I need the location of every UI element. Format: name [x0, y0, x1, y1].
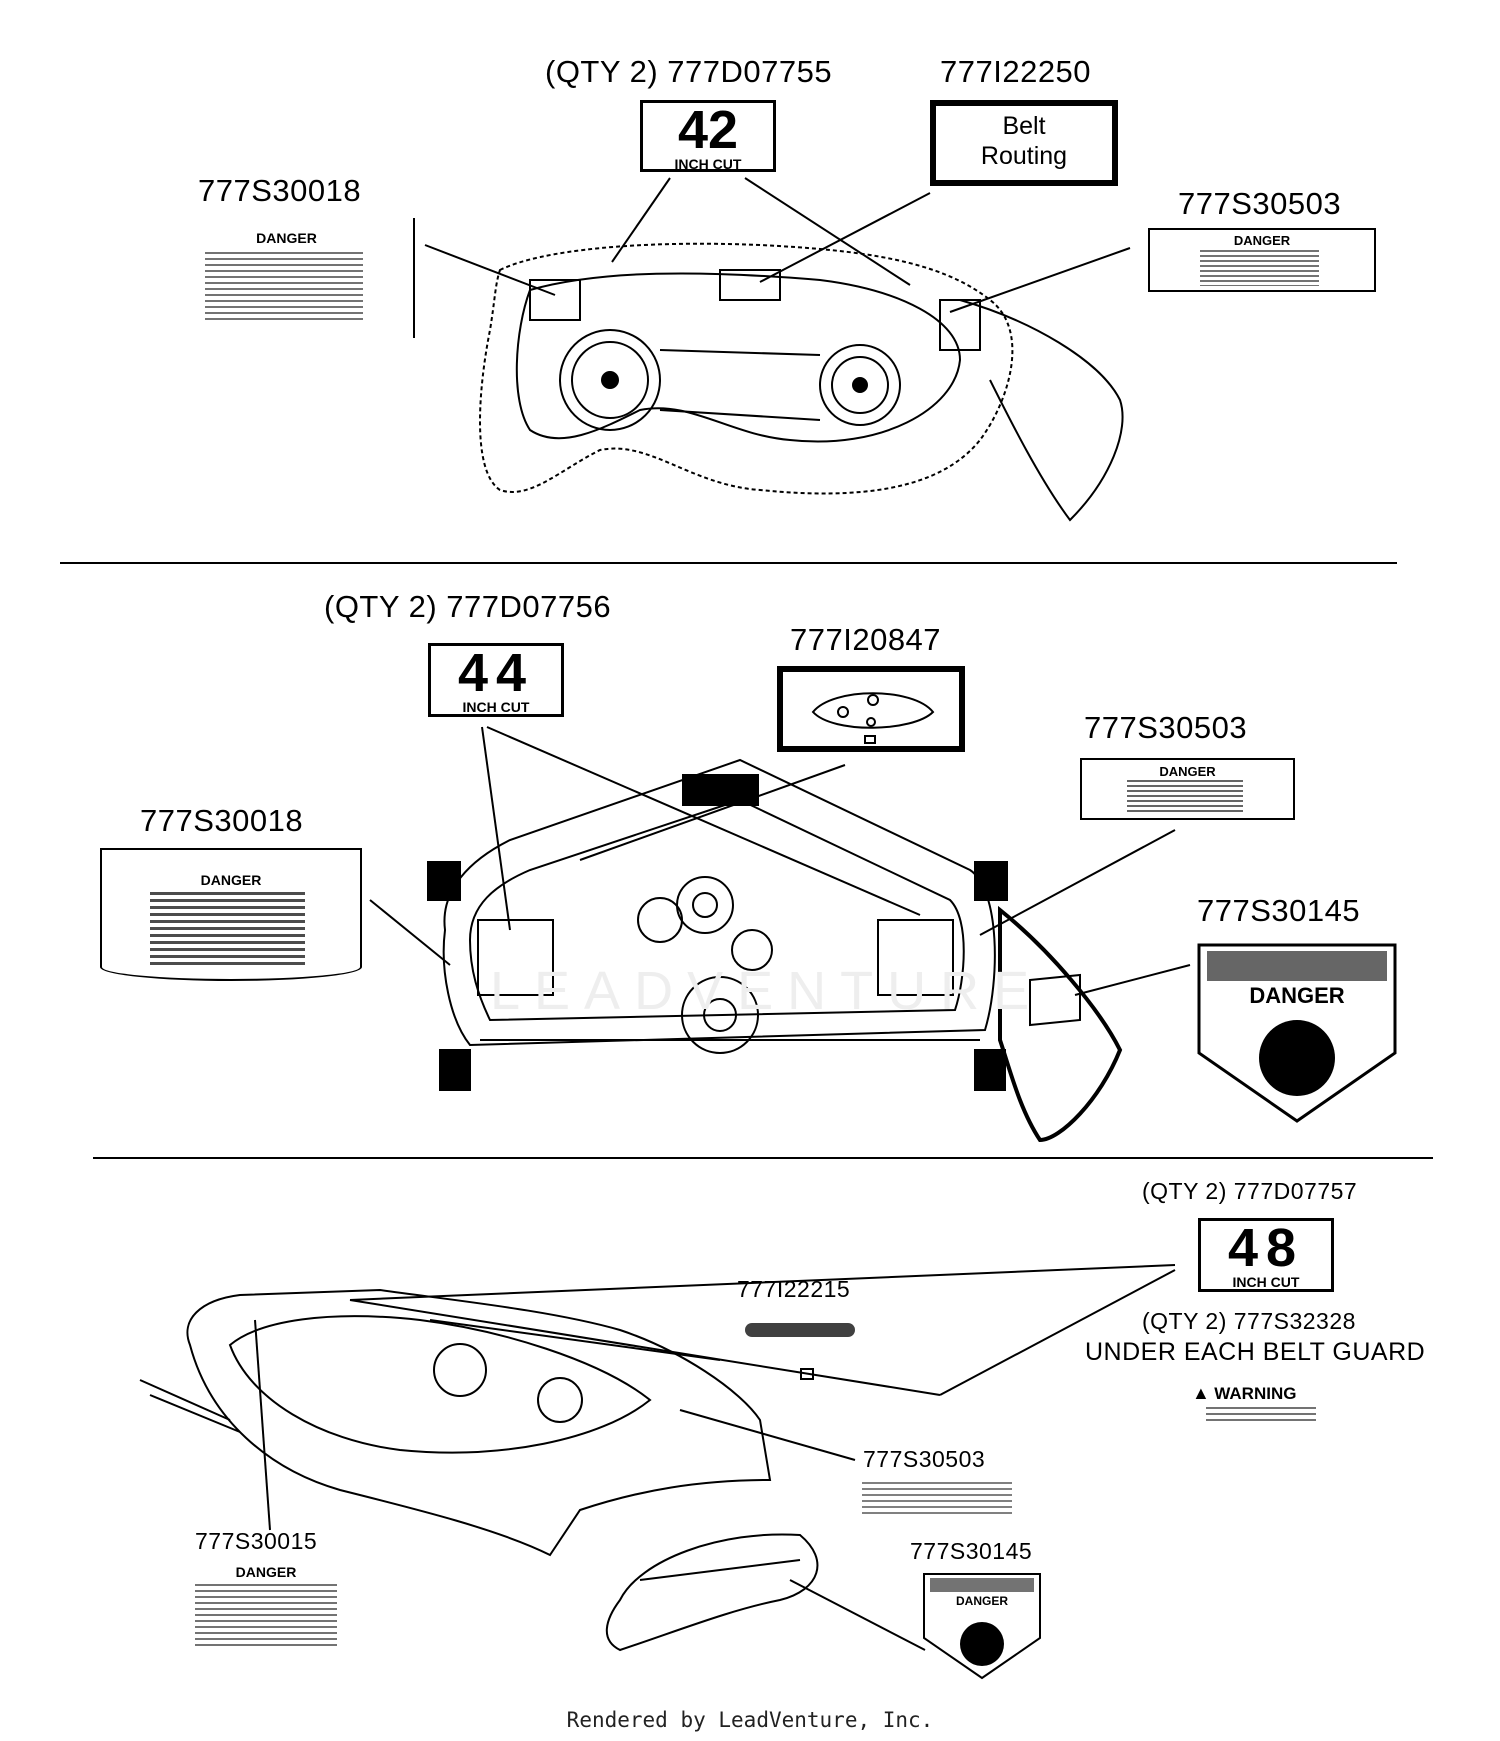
part-number-warning-decal-48: (QTY 2) 777S32328: [1142, 1308, 1356, 1334]
danger-word: DANGER: [235, 1564, 297, 1580]
part-number-danger-left-42: 777S30018: [198, 173, 362, 208]
belt-routing-icon: [800, 1368, 814, 1380]
part-number-belt-routing-44: 777I20847: [790, 622, 942, 657]
discharge-decal-shape: [1197, 943, 1397, 1123]
cut-size-unit: INCH CUT: [462, 699, 530, 715]
part-number-danger-right-42: 777S30503: [1178, 186, 1342, 221]
belt-routing-diagram: [745, 1323, 855, 1337]
danger-word: DANGER: [256, 230, 317, 246]
danger-word: DANGER: [200, 872, 262, 888]
part-number-discharge-48: 777S30145: [910, 1538, 1033, 1564]
belt-routing-decal-44: [777, 666, 965, 752]
warning-text-block: [1206, 1407, 1316, 1425]
discharge-decal-shape: [923, 1573, 1041, 1680]
part-number-danger-left-48: 777S30015: [195, 1528, 318, 1554]
danger-text-block: [1200, 250, 1319, 286]
warning-decal-48: ▲ WARNING: [1192, 1383, 1332, 1433]
part-number-danger-right-44: 777S30503: [1084, 710, 1248, 745]
danger-word: DANGER: [1159, 764, 1216, 779]
belt-routing-decal-42: Belt Routing: [930, 100, 1118, 186]
danger-word: DANGER: [955, 1594, 1008, 1608]
discharge-decal-48: DANGER: [922, 1572, 1042, 1680]
danger-decal-right-42: DANGER: [1148, 228, 1376, 292]
danger-text-block: [205, 252, 363, 322]
footer-credit: Rendered by LeadVenture, Inc.: [566, 1708, 934, 1732]
cut-size-number: 44: [457, 643, 535, 703]
belt-routing-line-2: Routing: [980, 142, 1068, 170]
part-number-cut-decal-42: (QTY 2) 777D07755: [545, 54, 833, 89]
part-number-belt-routing-48: 777I22215: [737, 1276, 851, 1302]
deck-42-outline: [479, 242, 1124, 522]
part-number-cut-decal-48: (QTY 2) 777D07757: [1142, 1178, 1358, 1204]
danger-text-block: [1127, 780, 1243, 814]
danger-decal-left-42: DANGER: [160, 218, 415, 338]
danger-word: DANGER: [1233, 233, 1291, 248]
belt-routing-line-1: Belt: [1002, 112, 1046, 140]
danger-word: DANGER: [1249, 983, 1345, 1008]
danger-text-block: [862, 1482, 1012, 1518]
cut-size-decal-42: 42 INCH CUT: [640, 100, 776, 172]
discharge-decal-44: DANGER: [1197, 943, 1397, 1123]
cut-size-unit: INCH CUT: [674, 156, 742, 172]
cut-size-decal-44: 44 INCH CUT: [428, 643, 564, 717]
part-number-discharge-44: 777S30145: [1197, 893, 1361, 928]
belt-routing-diagram: [811, 692, 935, 744]
part-number-danger-left-44: 777S30018: [140, 803, 304, 838]
danger-decal-left-44: DANGER: [100, 848, 362, 981]
part-number-danger-right-48: 777S30503: [863, 1446, 986, 1472]
part-number-belt-routing-42: 777I22250: [940, 54, 1092, 89]
danger-text-block: [150, 892, 305, 967]
belt-routing-decal-48: [740, 1318, 870, 1380]
warning-note: UNDER EACH BELT GUARD: [1085, 1338, 1426, 1366]
deck-44-outline: [427, 758, 1123, 1143]
cut-size-number: 42: [677, 100, 739, 160]
cut-size-number: 48: [1227, 1218, 1305, 1278]
warning-triangle-icon: ▲: [1192, 1383, 1210, 1403]
danger-text-block: [195, 1584, 337, 1648]
deck-48-outline: [139, 1288, 819, 1652]
watermark: LEADVENTURE: [490, 961, 1044, 1021]
danger-decal-right-48: [862, 1478, 1012, 1523]
danger-decal-left-48: DANGER: [150, 1562, 382, 1658]
warning-word: WARNING: [1214, 1384, 1297, 1403]
part-number-cut-decal-44: (QTY 2) 777D07756: [324, 589, 612, 624]
danger-decal-right-44: DANGER: [1080, 758, 1295, 820]
cut-size-unit: INCH CUT: [1232, 1274, 1300, 1290]
cut-size-decal-48: 48 INCH CUT: [1198, 1218, 1334, 1292]
